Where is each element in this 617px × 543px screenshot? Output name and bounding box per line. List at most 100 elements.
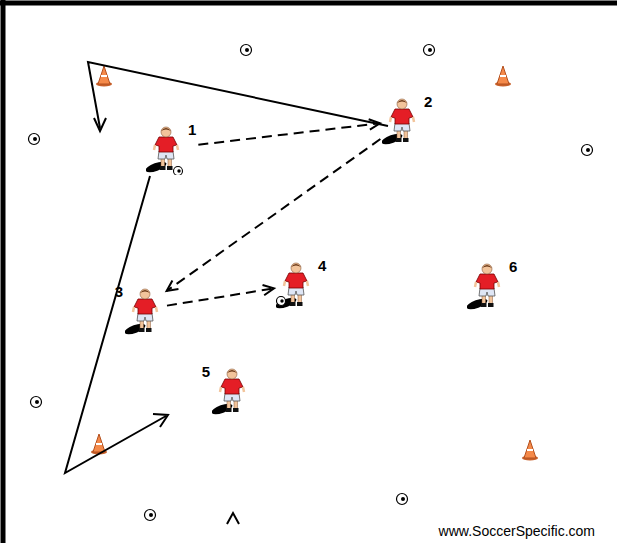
cone-body (524, 440, 536, 458)
ball-body (174, 167, 183, 176)
pass-arrowhead (263, 285, 274, 295)
player-node: 5 (202, 363, 252, 417)
cone (522, 440, 538, 461)
player-shoe (233, 408, 239, 412)
pass-arrowhead (369, 119, 380, 129)
player-number: 2 (424, 93, 432, 110)
player-head (161, 127, 171, 137)
field-border (1, 0, 6, 543)
player-arm (133, 307, 157, 312)
ball-body (145, 510, 156, 521)
watermark: www.SoccerSpecific.com (437, 523, 597, 539)
player-node: 3 (115, 283, 165, 337)
ball-patch (33, 137, 37, 141)
pass-line (167, 288, 274, 305)
ball-patch (35, 400, 39, 404)
player-shoe (139, 328, 145, 332)
ball-patch (428, 48, 432, 52)
player-shirt (285, 273, 307, 288)
ball-body (31, 397, 42, 408)
ball (582, 145, 593, 156)
player-hair (140, 290, 150, 293)
player-node: 1 (146, 121, 196, 175)
player-hair (161, 128, 171, 131)
player-arm (284, 281, 308, 286)
player-figure (276, 261, 316, 311)
ball-body (582, 145, 593, 156)
pass-arrow (167, 285, 274, 306)
player-shirt (155, 137, 177, 152)
ball (29, 134, 40, 145)
player-shoe (167, 166, 173, 170)
ball (397, 494, 408, 505)
player-shoe (488, 303, 494, 307)
player-shoe (403, 138, 409, 142)
player-shoe (226, 408, 232, 412)
ball-patch (401, 497, 405, 501)
cone-stripe (101, 75, 107, 77)
cone-body (98, 66, 110, 84)
pass-line (198, 123, 380, 145)
player-node: 4 (276, 257, 326, 311)
ball-patch (149, 513, 153, 517)
ball-body (29, 134, 40, 145)
player-arm (154, 145, 178, 150)
pass-arrow (198, 119, 380, 144)
player-arm (390, 117, 414, 122)
pass-line (167, 139, 381, 291)
run-arrowhead (153, 414, 168, 427)
direction-mark (227, 513, 239, 524)
player-shoe (297, 302, 303, 306)
ball-body (241, 45, 252, 56)
ball-patch (586, 148, 590, 152)
player-number: 3 (115, 283, 123, 300)
player-figure (382, 97, 422, 147)
ball (145, 510, 156, 521)
pass-arrow (167, 139, 381, 291)
player-head (140, 289, 150, 299)
player-hair (397, 100, 407, 103)
field-border (0, 1, 617, 6)
player-number: 5 (202, 363, 210, 380)
cone-body (93, 434, 105, 452)
player-number: 6 (509, 258, 517, 275)
player-head (397, 99, 407, 109)
cone (495, 66, 511, 87)
ball-patch (280, 299, 283, 302)
player-shirt (476, 274, 498, 289)
ball-patch (177, 169, 180, 172)
player-number: 4 (318, 257, 326, 274)
ball-body (277, 297, 286, 306)
ball-body (397, 494, 408, 505)
run-line (88, 62, 388, 128)
cone (96, 66, 112, 87)
run-line (65, 176, 166, 473)
player-figure (146, 125, 186, 175)
player-number: 1 (188, 121, 196, 138)
ball (31, 397, 42, 408)
cone-stripe (527, 449, 533, 451)
player-hair (291, 264, 301, 267)
player-shirt (391, 109, 413, 124)
player-figure (467, 262, 507, 312)
ball-body (424, 45, 435, 56)
player-shoe (290, 302, 296, 306)
player-head (227, 369, 237, 379)
player-arm (475, 282, 499, 287)
player-shoe (160, 166, 166, 170)
player-shoe (396, 138, 402, 142)
ball (424, 45, 435, 56)
player-shirt (221, 379, 243, 394)
player-shoe (481, 303, 487, 307)
player-node: 2 (382, 93, 432, 147)
watermark-box: www.SoccerSpecific.com (437, 522, 597, 540)
player-shirt (134, 299, 156, 314)
player-arm (220, 387, 244, 392)
cone-stripe (500, 75, 506, 77)
cone-stripe (96, 443, 102, 445)
player-figure (212, 367, 252, 417)
